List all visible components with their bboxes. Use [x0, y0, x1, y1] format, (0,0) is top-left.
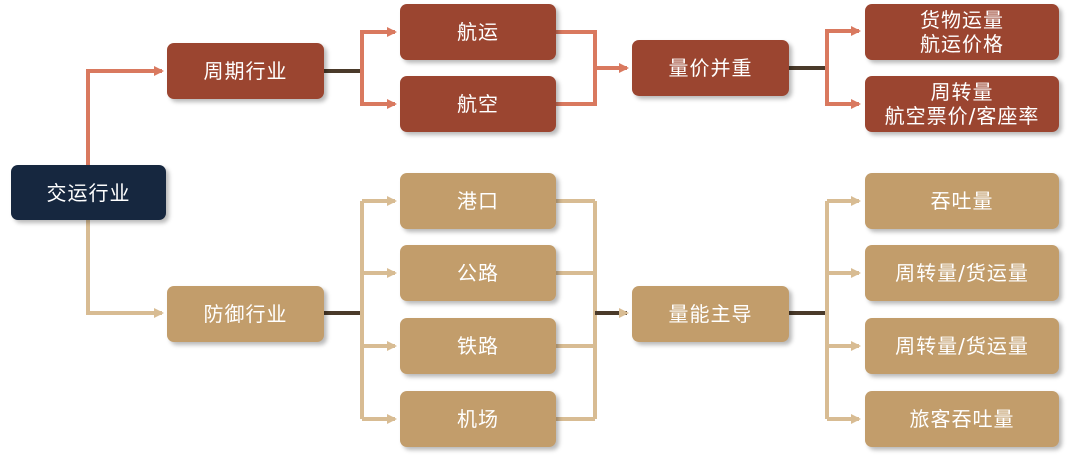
defensive-industry-node: 防御行业 — [167, 286, 324, 342]
aviation-label: 航空 — [457, 92, 499, 116]
turnover-label: 周转量 — [930, 80, 994, 104]
highway-node: 公路 — [400, 245, 556, 301]
port-label: 港口 — [457, 189, 499, 213]
airport-label: 机场 — [457, 407, 499, 431]
aviation-to-merge-connector — [556, 68, 597, 106]
cargo-volume-node: 货物运量 航运价格 — [865, 4, 1059, 60]
airport-node: 机场 — [400, 391, 556, 447]
highway-label: 公路 — [457, 261, 499, 285]
throughput-node: 吞吐量 — [865, 173, 1059, 229]
passenger-throughput-label: 旅客吞吐量 — [909, 407, 1015, 431]
volume-driven-label: 量能主导 — [668, 302, 753, 326]
turnover-freight-node-2: 周转量/货运量 — [865, 318, 1059, 374]
volume-price-node: 量价并重 — [632, 40, 789, 96]
shipping-to-merge-connector — [556, 30, 597, 68]
turnover-freight-label-1: 周转量/货运量 — [895, 261, 1029, 285]
aviation-node: 航空 — [400, 76, 556, 132]
volume-price-to-turnover-connector — [825, 68, 861, 109]
volume-price-to-cargo-connector — [825, 26, 861, 68]
railway-label: 铁路 — [457, 334, 499, 358]
root-to-defensive-connector — [86, 220, 164, 318]
transport-industry-label: 交运行业 — [46, 180, 131, 205]
shipping-price-label: 航运价格 — [920, 32, 1004, 56]
turnover-freight-label-2: 周转量/货运量 — [895, 334, 1029, 358]
throughput-label: 吞吐量 — [930, 189, 994, 213]
cyclical-to-aviation-connector — [360, 71, 397, 109]
volume-price-label: 量价并重 — [668, 56, 753, 80]
cyclical-to-shipping-connector — [360, 27, 397, 71]
passenger-throughput-node: 旅客吞吐量 — [865, 391, 1059, 447]
turnover-freight-node-1: 周转量/货运量 — [865, 245, 1059, 301]
railway-node: 铁路 — [400, 318, 556, 374]
transport-industry-node: 交运行业 — [11, 165, 166, 220]
turnover-ticket-price-node: 周转量 航空票价/客座率 — [865, 76, 1059, 132]
shipping-node: 航运 — [400, 4, 556, 60]
cyclical-industry-node: 周期行业 — [167, 43, 324, 99]
volume-driven-node: 量能主导 — [632, 286, 789, 342]
port-node: 港口 — [400, 173, 556, 229]
shipping-label: 航运 — [457, 20, 499, 44]
cyclical-industry-label: 周期行业 — [203, 59, 288, 83]
cargo-volume-label: 货物运量 — [920, 8, 1004, 32]
defensive-industry-label: 防御行业 — [203, 302, 288, 326]
root-to-cyclical-connector — [86, 66, 164, 165]
ticket-price-load-factor-label: 航空票价/客座率 — [884, 104, 1040, 128]
